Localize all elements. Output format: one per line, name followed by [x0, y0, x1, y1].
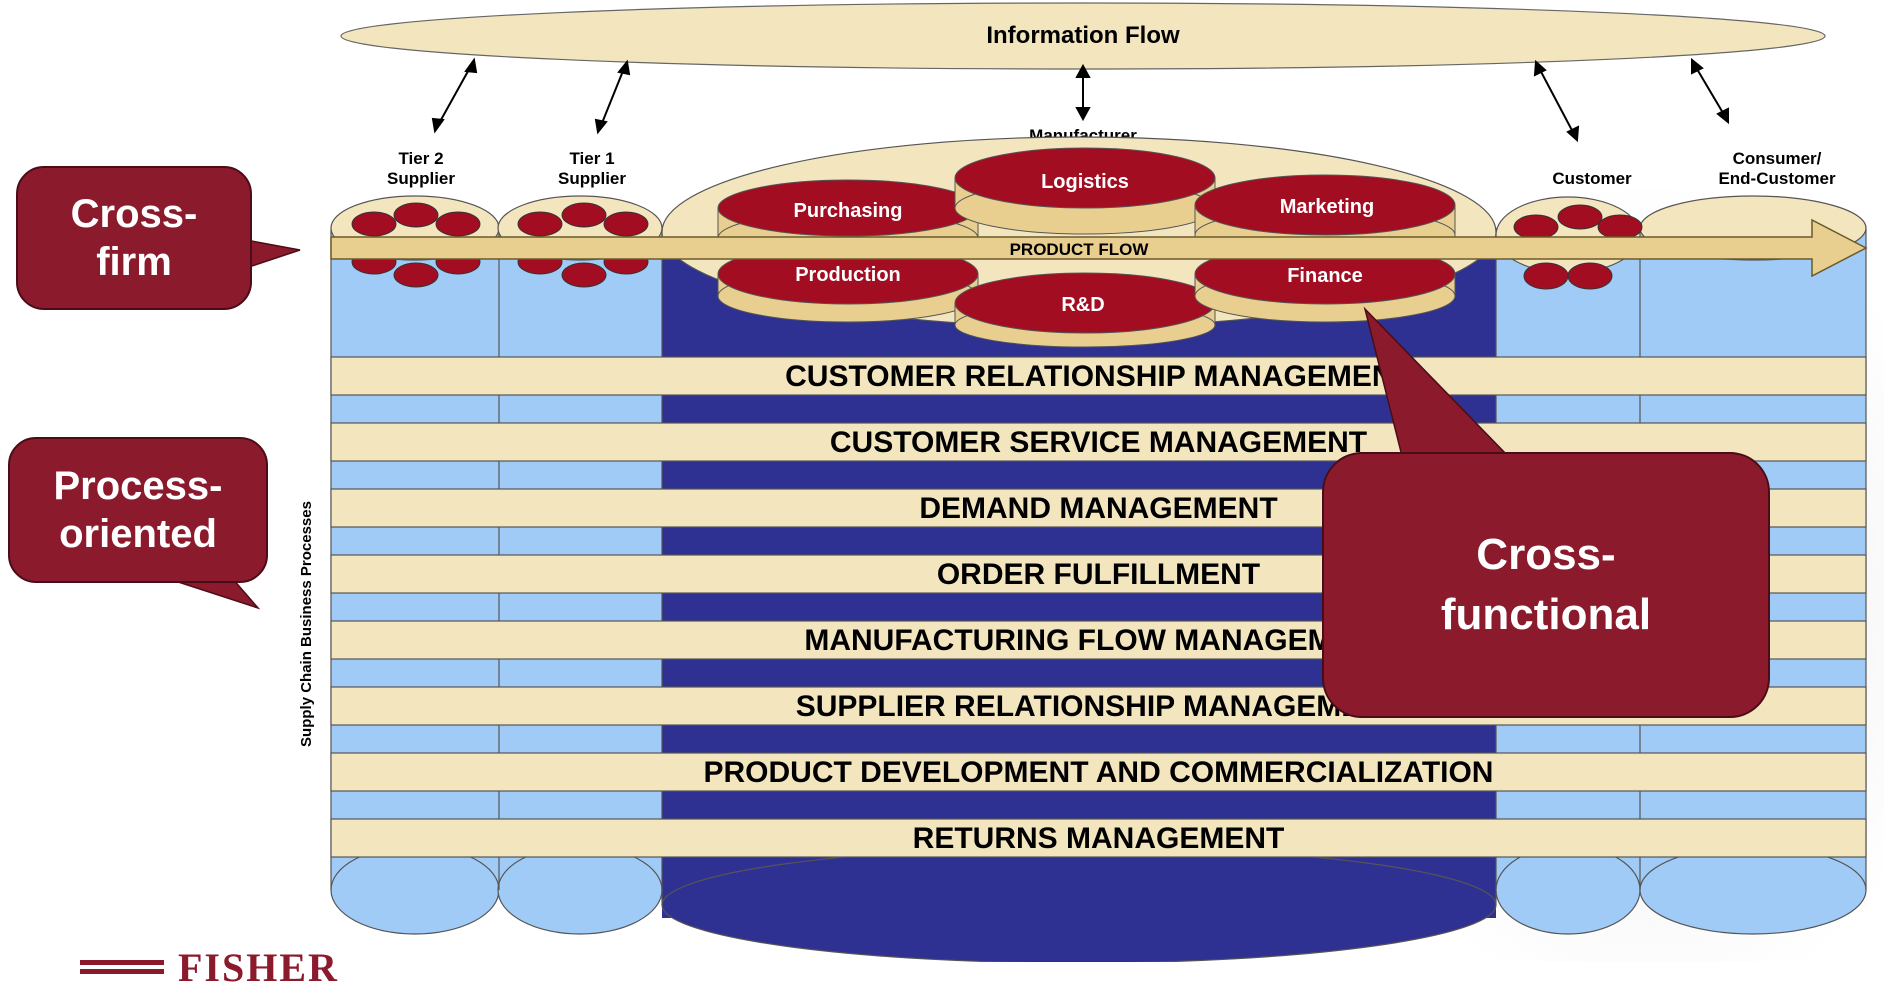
process-label: CUSTOMER SERVICE MANAGEMENT [830, 426, 1367, 459]
process-label: CUSTOMER RELATIONSHIP MANAGEMENT [785, 360, 1412, 393]
function-labels: Purchasing Logistics Marketing Productio… [794, 171, 1375, 316]
function-marketing [1194, 174, 1456, 236]
logo-text: FISHER [178, 945, 339, 990]
process-label: PRODUCT DEVELOPMENT AND COMMERCIALIZATIO… [704, 756, 1494, 789]
function-label-rd: R&D [1061, 294, 1104, 316]
function-label-purchasing: Purchasing [794, 200, 903, 222]
column-label-customer: Customer [1552, 169, 1632, 188]
callout-cross-functional: Cross- functional [1322, 452, 1770, 718]
process-label: DEMAND MANAGEMENT [919, 492, 1277, 525]
process-label: RETURNS MANAGEMENT [913, 822, 1285, 855]
process-label: ORDER FULFILLMENT [937, 558, 1260, 591]
callout-cross-firm: Cross- firm [16, 166, 252, 310]
process-bar [330, 752, 1867, 792]
product-flow: PRODUCT FLOW [330, 218, 1868, 278]
function-label-production: Production [795, 264, 901, 286]
column-label-consumer: Consumer/End-Customer [1718, 149, 1836, 188]
product-flow-label: PRODUCT FLOW [1010, 240, 1150, 259]
function-label-logistics: Logistics [1041, 171, 1129, 193]
information-arrows [431, 57, 1729, 143]
process-bar [330, 818, 1867, 858]
process-bars: CUSTOMER RELATIONSHIP MANAGEMENT CUSTOMER… [330, 356, 1867, 858]
function-label-marketing: Marketing [1280, 196, 1374, 218]
function-logistics [954, 147, 1216, 209]
process-label: SUPPLIER RELATIONSHIP MANAGEMENT [796, 690, 1402, 723]
fisher-logo: FISHER [80, 948, 339, 988]
logo-mark [80, 960, 164, 974]
process-bar [330, 356, 1867, 396]
side-label: Supply Chain Business Processes [298, 501, 315, 747]
information-flow-label: Information Flow [986, 22, 1180, 49]
process-label: MANUFACTURING FLOW MANAGEMENT [804, 624, 1392, 657]
product-flow-arrow [330, 218, 1868, 278]
function-label-finance: Finance [1287, 265, 1363, 287]
callout-tail-cross-firm [245, 239, 301, 270]
org-discs [351, 202, 1643, 290]
information-flow: Information Flow [340, 2, 1826, 70]
callout-process-oriented: Process- oriented [8, 437, 268, 583]
